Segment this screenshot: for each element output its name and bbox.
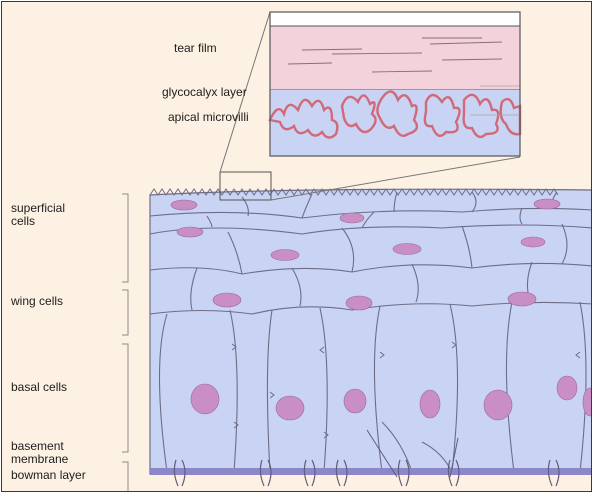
bowman-layer-band	[150, 468, 592, 475]
epithelium-tissue	[150, 189, 592, 474]
label-basal-cells: basal cells	[11, 381, 67, 394]
zoom-inset	[270, 12, 520, 156]
bracket-basal	[122, 344, 128, 452]
label-bowman-layer: bowman layer	[11, 469, 86, 482]
bracket-basement	[122, 462, 128, 492]
inset-top-strip	[270, 12, 520, 26]
label-apical-microvilli: apical microvilli	[168, 111, 249, 124]
bracket-wing	[122, 290, 128, 335]
label-glycocalyx-layer: glycocalyx layer	[162, 86, 247, 99]
layer-brackets	[122, 194, 128, 492]
label-basement-membrane: basement membrane	[11, 440, 81, 466]
label-wing-cells: wing cells	[11, 295, 63, 308]
label-superficial-cells: superficial cells	[11, 202, 81, 228]
label-tear-film: tear film	[174, 42, 217, 55]
bracket-superficial	[122, 194, 128, 282]
